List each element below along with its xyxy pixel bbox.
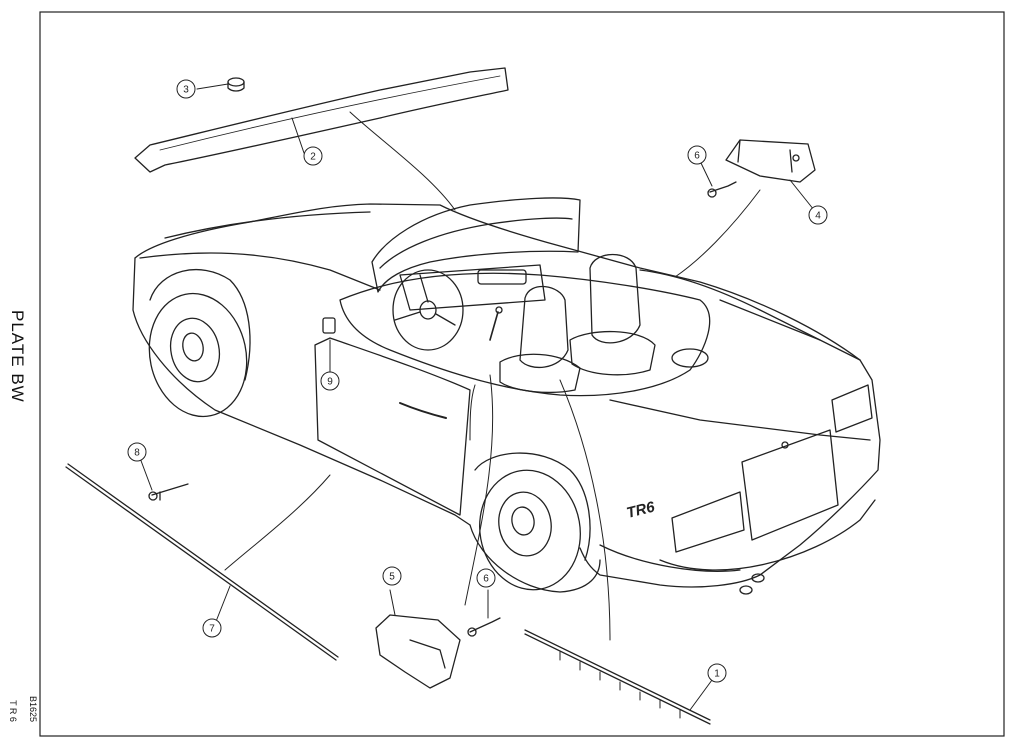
callout-1: 1 [707, 663, 727, 683]
callout-7: 6 [476, 568, 496, 588]
callout-6: 6 [687, 145, 707, 165]
plate-border [39, 11, 1005, 737]
door-mirror [322, 317, 336, 334]
part-seal-strip [524, 629, 711, 721]
callout-4: 4 [808, 205, 828, 225]
callout-5: 5 [382, 566, 402, 586]
part-screw-lower [469, 617, 501, 633]
callout-number: 1 [714, 669, 720, 680]
leader-lines [224, 111, 761, 641]
callout-10: 9 [320, 371, 340, 391]
model-code: T R 6 [7, 700, 18, 722]
part-sill-moulding [65, 466, 337, 661]
callout-9: 8 [127, 442, 147, 462]
callout-number: 2 [310, 152, 316, 163]
part-grommet [227, 77, 245, 87]
callout-3: 3 [176, 79, 196, 99]
seat-right [589, 254, 641, 344]
callout-number: 6 [694, 151, 700, 162]
steering-wheel [392, 269, 464, 351]
callout-number: 6 [483, 574, 489, 585]
part-bracket-lower [375, 614, 461, 689]
callout-2: 2 [303, 146, 323, 166]
tr6-badge: TR6 [625, 498, 657, 522]
car-illustration [132, 197, 881, 595]
part-header-rail [134, 67, 509, 173]
front-wheel [148, 292, 248, 418]
part-retainer-clip [151, 483, 189, 496]
callout-number: 4 [815, 211, 821, 222]
callout-number: 5 [389, 572, 395, 583]
plate-title: PLATE BW [8, 310, 27, 403]
callout-group: 1 2 3 4 5 6 6 7 8 9 [127, 79, 828, 683]
callout-number: 3 [183, 85, 189, 96]
rear-light-right [831, 384, 873, 433]
callout-number: 9 [327, 377, 333, 388]
callout-8: 7 [202, 618, 222, 638]
windscreen [371, 197, 581, 293]
drawing-number: B1625 [28, 695, 39, 723]
rear-wheel [479, 469, 581, 591]
rear-light-left [671, 491, 745, 553]
door-panel [314, 337, 471, 516]
part-screw-upper [709, 181, 737, 193]
seat-left [519, 285, 569, 369]
callout-number: 7 [209, 624, 215, 635]
callout-number: 8 [134, 448, 140, 459]
